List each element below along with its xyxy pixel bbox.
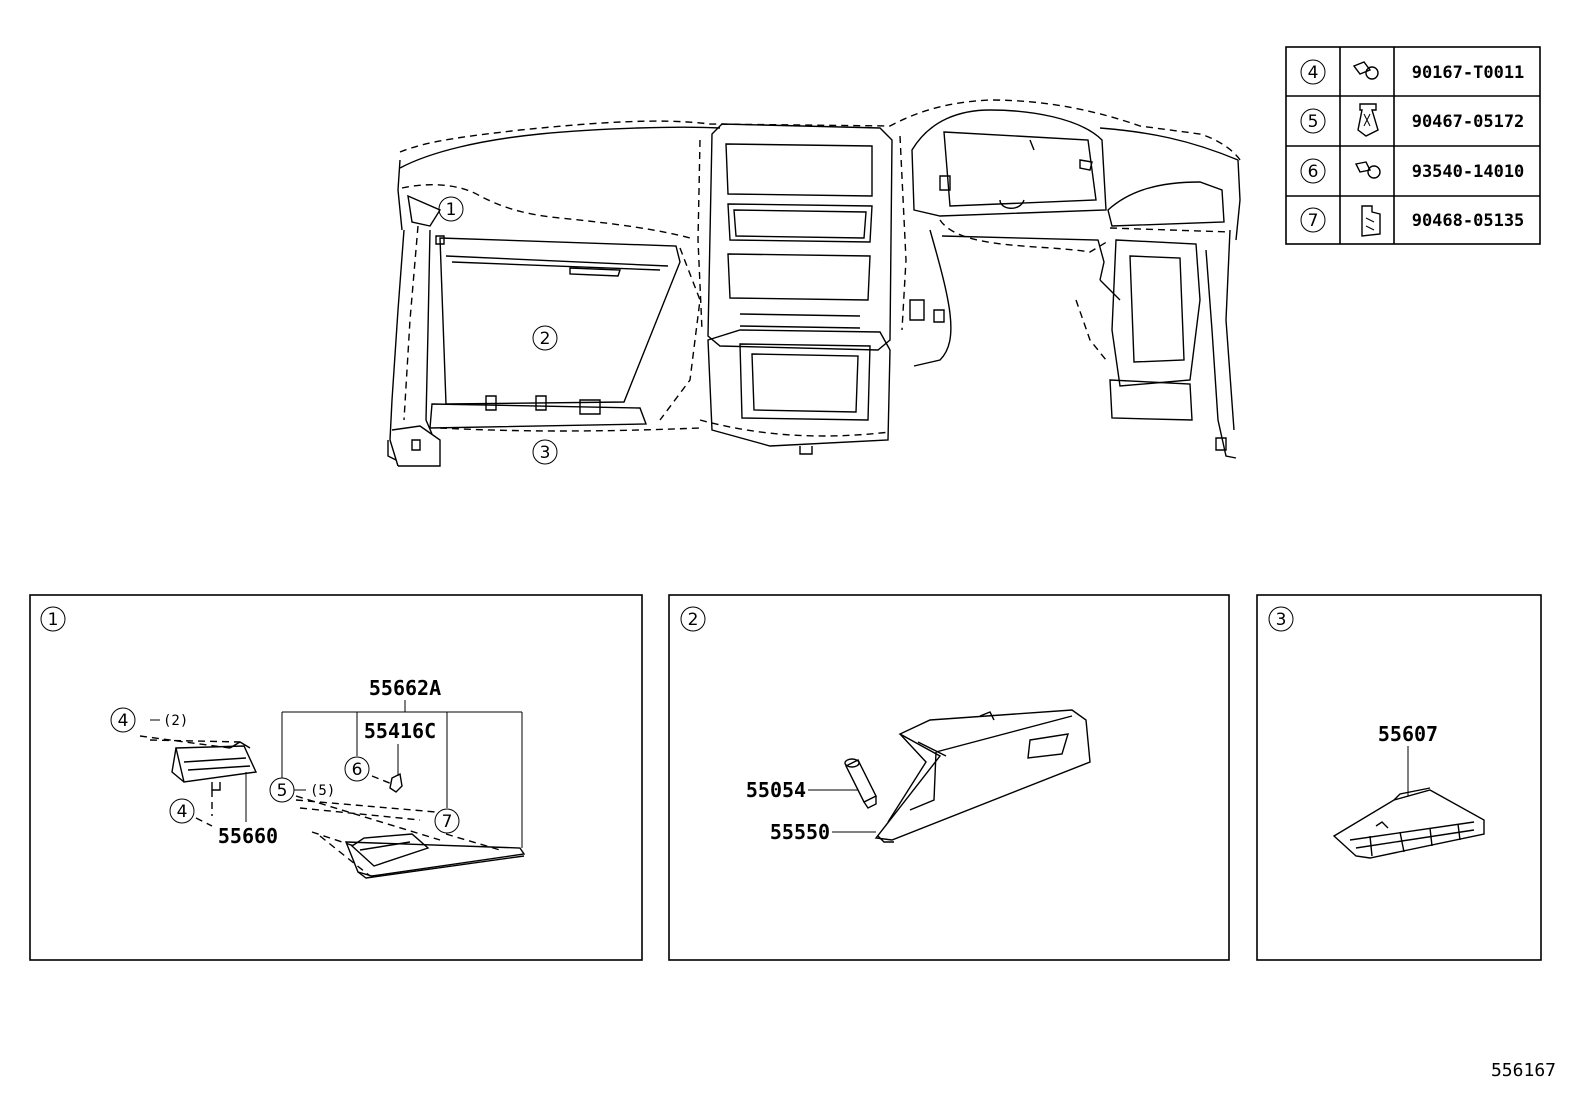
svg-text:55607: 55607 <box>1378 722 1438 746</box>
callout-55607[interactable]: 55607 <box>1378 722 1438 746</box>
panel-1-leaders <box>139 700 523 877</box>
part-55660-drawing <box>171 741 258 791</box>
fastener-ref-circle <box>1300 59 1326 85</box>
quantity-label: (5) <box>310 783 335 799</box>
svg-text:6: 6 <box>352 760 363 780</box>
callout-55660[interactable]: 55660 <box>218 824 278 848</box>
svg-text:2: 2 <box>540 329 551 349</box>
fastener-table <box>1285 46 1541 245</box>
fastener-ref: 5 <box>1308 112 1319 132</box>
callout-fastener-6[interactable]: 6 <box>344 756 370 782</box>
callout-55416C[interactable]: 55416C <box>364 719 436 743</box>
svg-text:1: 1 <box>446 200 457 220</box>
svg-text:55662A: 55662A <box>369 676 441 700</box>
callout-fastener-4-bottom[interactable]: 4 <box>169 798 195 824</box>
detail-panel-3: 3 <box>1256 594 1542 961</box>
callout-55662A[interactable]: 55662A <box>369 676 441 700</box>
svg-text:556167: 556167 <box>1491 1060 1556 1081</box>
fastener-part-number: 93540-14010 <box>1412 162 1525 182</box>
callout-55550[interactable]: 55550 <box>770 820 830 844</box>
callout-fastener-5[interactable]: 5 (5) <box>269 777 335 803</box>
fastener-ref: 6 <box>1308 162 1319 182</box>
clip-icon <box>1357 103 1379 137</box>
svg-text:7: 7 <box>442 812 453 832</box>
svg-text:4: 4 <box>177 802 188 822</box>
fastener-row-7[interactable]: 7 90468-05135 <box>1300 205 1525 237</box>
svg-text:55660: 55660 <box>218 824 278 848</box>
part-55054-damper-drawing <box>844 758 877 809</box>
bolt-icon <box>1352 61 1379 80</box>
svg-text:55550: 55550 <box>770 820 830 844</box>
panel-ref: 3 <box>1276 610 1287 630</box>
fastener-row-5[interactable]: 5 90467-05172 <box>1300 103 1525 137</box>
instrument-panel-overview <box>387 99 1241 467</box>
fastener-ref: 4 <box>1308 63 1319 83</box>
svg-text:55054: 55054 <box>746 778 806 802</box>
fastener-part-number-ref: 7 <box>1308 211 1319 231</box>
fastener-part-number: 90467-05172 <box>1412 112 1525 132</box>
fastener-row-4[interactable]: 4 90167-T0011 <box>1300 59 1525 85</box>
screw-icon <box>1354 161 1381 179</box>
fastener-row-6[interactable]: 6 93540-14010 <box>1300 158 1525 184</box>
panel-ref: 1 <box>48 610 59 630</box>
overview-callout-2[interactable]: 2 <box>532 325 558 351</box>
fastener-part-number: 90468-05135 <box>1412 211 1525 231</box>
svg-text:55416C: 55416C <box>364 719 436 743</box>
part-55416C-drawing <box>389 772 403 793</box>
overview-callout-1[interactable]: 1 <box>438 196 464 222</box>
fastener-part-number: 90167-T0011 <box>1412 63 1525 83</box>
diagram-id: 556167 <box>1491 1060 1556 1081</box>
fastener-ref-circle <box>1300 158 1326 184</box>
overview-callout-3[interactable]: 3 <box>532 439 558 465</box>
detail-panel-1: 1 <box>29 594 643 961</box>
svg-text:4: 4 <box>118 711 129 731</box>
part-55607-drawing <box>1332 787 1485 859</box>
fastener-ref-circle <box>1300 108 1326 134</box>
svg-text:5: 5 <box>277 781 288 801</box>
callout-fastener-7[interactable]: 7 <box>434 808 460 834</box>
svg-text:3: 3 <box>540 443 551 463</box>
nut-clip-icon <box>1361 205 1381 237</box>
panel-ref: 2 <box>688 610 699 630</box>
quantity-label: (2) <box>163 713 188 729</box>
panel-2-leaders <box>808 789 876 833</box>
callout-fastener-4-top[interactable]: 4 (2) <box>110 707 188 733</box>
part-55662A-drawing <box>344 833 526 879</box>
detail-panel-2: 2 <box>668 594 1230 961</box>
callout-55054[interactable]: 55054 <box>746 778 806 802</box>
part-55550-glove-box-drawing <box>874 709 1091 843</box>
fastener-ref-circle <box>1300 207 1326 233</box>
